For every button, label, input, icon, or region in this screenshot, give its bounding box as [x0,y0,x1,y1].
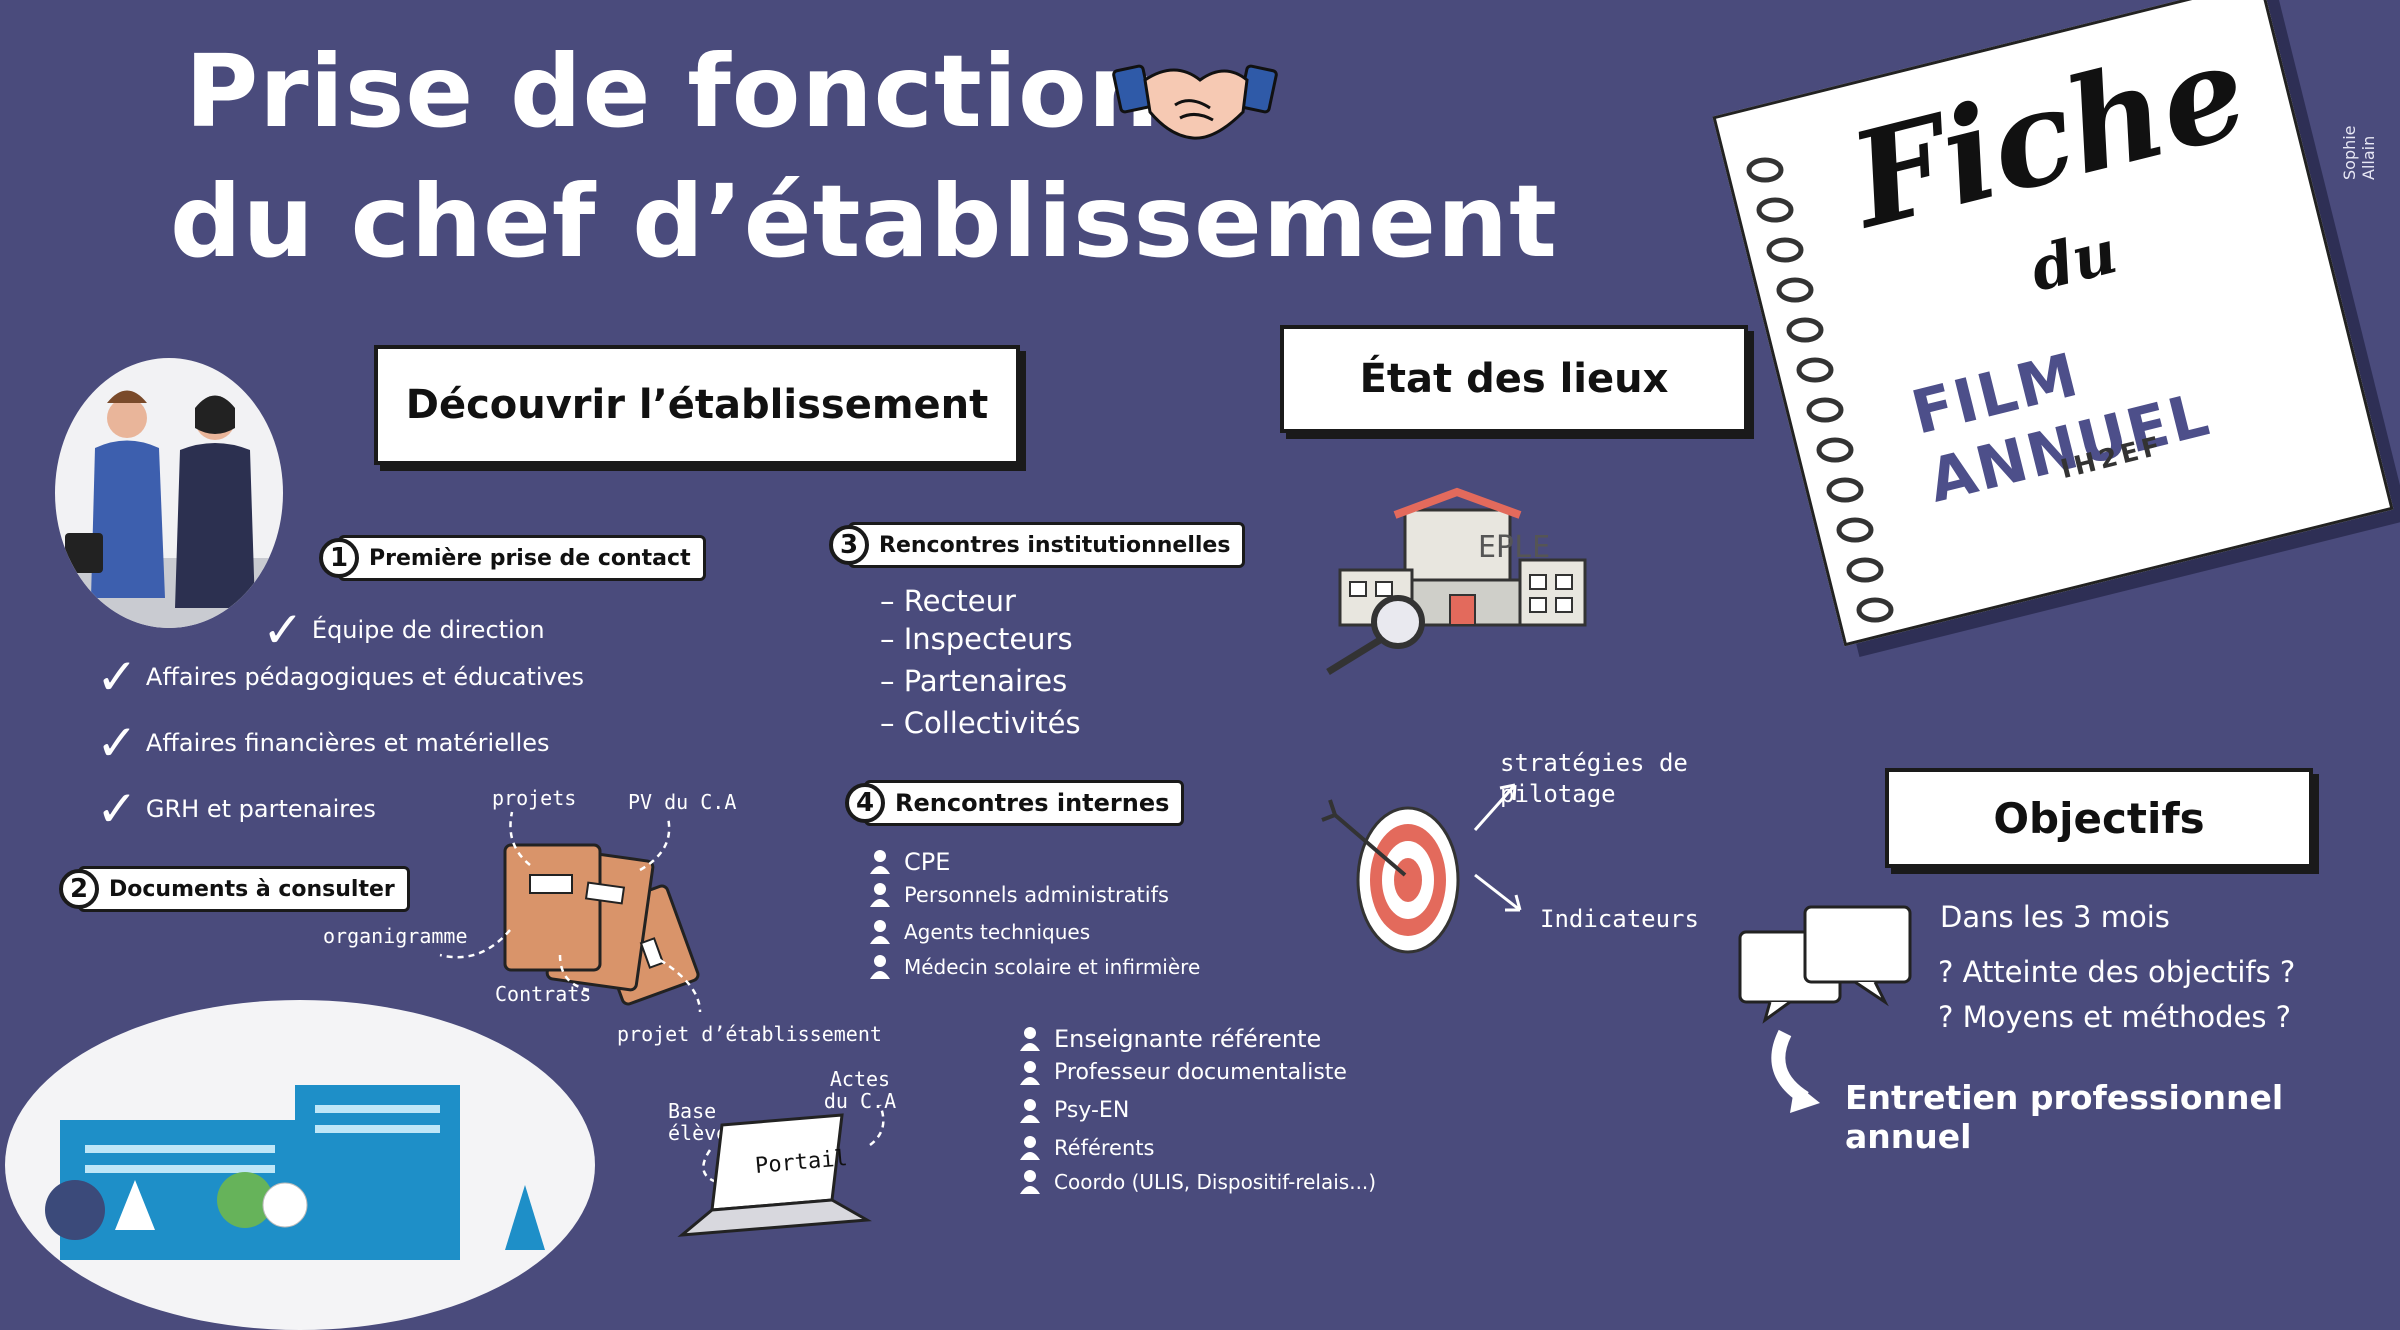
step4-item-a1: CPE [870,848,950,876]
page-title-line2: du chef d’établissement [170,163,1558,280]
section-title-objectifs: Objectifs [1993,793,2205,843]
check-item-text: Équipe de direction [311,616,545,644]
check-icon: ✓ [96,648,138,706]
doc-label-projet-etab: projet d’établissement [617,1022,882,1046]
step4-item-b3: Psy-EN [1020,1098,1129,1123]
step3-item-inspecteurs: – Inspecteurs [880,622,1073,656]
person-icon [870,883,890,907]
doc-label-projets: projets [492,786,577,810]
check-item-text: Affaires financières et matérielles [145,729,550,757]
objectifs-question-1: ? Atteinte des objectifs ? [1938,955,2296,989]
step4-item-a2: Personnels administratifs [870,883,1169,907]
check-icon: ✓ [262,601,304,659]
step4-item-b4: Référents [1020,1136,1154,1160]
person-icon [1020,1136,1040,1160]
step4-item-a4: Médecin scolaire et infirmière [870,955,1200,979]
step4-item-b2: Professeur documentaliste [1020,1060,1347,1085]
laptop-icon [677,1113,872,1237]
section-box-decouvrir: Découvrir l’établissement [374,345,1020,465]
person-icon [870,955,890,979]
doc-label-pv: PV du C.A [628,790,737,814]
step4-item-text: Agents techniques [904,920,1091,944]
step3-label: 3 Rencontres institutionnelles [829,522,1246,568]
curved-arrow-icon [1771,1029,1820,1113]
page-title-line1: Prise de fonction [185,33,1160,150]
step2-label: 2 Documents à consulter [59,866,410,912]
school-building-icon [45,1085,545,1260]
step3-item-partenaires: – Partenaires [880,664,1068,698]
person-icon [1020,1170,1040,1194]
step4-label: 4 Rencontres internes [845,780,1185,826]
step2-label-text: Documents à consulter [109,876,395,902]
check-item-3: ✓ Affaires financières et matérielles [96,718,550,768]
step4-item-text: Référents [1054,1136,1155,1160]
step3-label-text: Rencontres institutionnelles [879,532,1231,558]
doc-label-organigramme: organigramme [323,924,468,948]
check-icon: ✓ [96,714,138,772]
step4-item-text: Psy-EN [1054,1098,1130,1123]
check-item-1: ✓ Équipe de direction [262,605,545,655]
step3-item-recteur: – Recteur [880,584,1016,618]
step4-item-text: Coordo (ULIS, Dispositif-relais...) [1054,1170,1377,1194]
person-icon [1020,1098,1040,1123]
step4-item-text: Enseignante référente [1054,1025,1322,1053]
step4-item-text: Personnels administratifs [904,883,1169,907]
school-building-illustration [5,1000,595,1330]
strategies-label: stratégies de pilotage [1500,749,1688,809]
doc-label-actes: Actes du C.A [823,1067,897,1113]
step4-label-text: Rencontres internes [895,789,1170,817]
check-icon: ✓ [96,780,138,838]
section-title-etat: État des lieux [1359,356,1669,402]
indicateurs-label: Indicateurs [1540,905,1699,933]
eple-label: EPLE [1478,530,1551,565]
step1-label-text: Première prise de contact [369,545,691,571]
person-icon [870,920,890,944]
step4-item-a3: Agents techniques [870,920,1090,944]
step3-number: 3 [829,525,869,565]
handshake-icon [1112,64,1278,140]
step2-number: 2 [59,869,99,909]
person-icon [870,850,890,874]
target-icon [1321,799,1460,954]
person-icon [1020,1060,1040,1085]
objectifs-period: Dans les 3 mois [1940,900,2170,934]
magnifier-icon [1326,595,1425,675]
speech-bubbles-icon [1738,905,1912,1024]
check-item-4: ✓ GRH et partenaires [96,784,376,834]
entretien-label: Entretien professionnel annuel [1845,1078,2284,1156]
folder-icon [503,843,700,1006]
section-title-decouvrir: Découvrir l’établissement [405,382,989,428]
person-icon [1020,1027,1040,1051]
businessmen-icon [55,390,283,628]
step4-item-text: Professeur documentaliste [1054,1060,1347,1085]
check-item-text: Affaires pédagogiques et éducatives [145,663,585,691]
step3-item-collectivites: – Collectivités [880,706,1081,740]
step4-item-b1: Enseignante référente [1020,1025,1321,1053]
step1-number: 1 [319,538,359,578]
check-item-2: ✓ Affaires pédagogiques et éducatives [96,652,584,702]
objectifs-question-2: ? Moyens et méthodes ? [1938,1000,2292,1034]
arrow-icon [1473,783,1522,912]
step4-item-b5: Coordo (ULIS, Dispositif-relais...) [1020,1170,1376,1194]
businessmen-illustration [55,358,283,628]
section-box-objectifs: Objectifs [1885,768,2313,868]
section-box-etat: État des lieux [1280,325,1748,433]
step4-number: 4 [845,783,885,823]
step4-item-text: CPE [904,848,951,876]
step4-item-text: Médecin scolaire et infirmière [904,955,1201,979]
spiral-binding-icon [1746,157,1894,623]
step1-label: 1 Première prise de contact [319,535,706,581]
check-item-text: GRH et partenaires [145,795,376,823]
